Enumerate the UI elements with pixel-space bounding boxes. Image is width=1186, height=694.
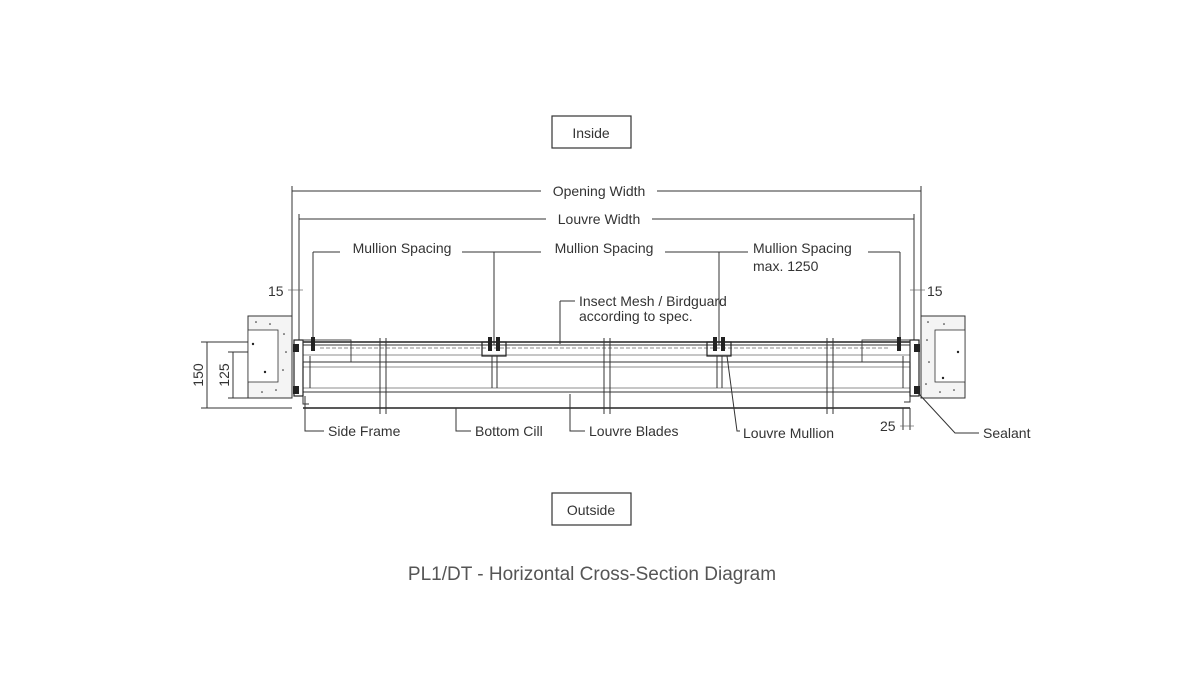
mullion-spacing-label-1: Mullion Spacing bbox=[353, 240, 452, 256]
sealant-label: Sealant bbox=[983, 425, 1031, 441]
diagram-caption: PL1/DT - Horizontal Cross-Section Diagra… bbox=[408, 564, 776, 585]
cill-25-label: 25 bbox=[880, 418, 896, 434]
mullion-spacing-dimensions: Mullion Spacing Mullion Spacing Mullion … bbox=[312, 240, 901, 345]
insect-mesh-label-line2: according to spec. bbox=[579, 308, 693, 324]
mullion-spacing-label-3: Mullion Spacing bbox=[753, 240, 852, 256]
height-150-dimension: 150 bbox=[190, 363, 206, 387]
louvre-mullion-label: Louvre Mullion bbox=[743, 425, 834, 441]
height-dimensions: 150 125 bbox=[190, 341, 292, 409]
inside-label-box: Inside bbox=[551, 115, 632, 149]
louvre-blades-label: Louvre Blades bbox=[589, 423, 679, 439]
cill-25-dimension: 25 bbox=[880, 408, 914, 434]
gap-dimensions: 15 15 bbox=[268, 283, 943, 299]
outside-label: Outside bbox=[567, 502, 615, 518]
side-frame-label: Side Frame bbox=[328, 423, 401, 439]
louvre-body bbox=[293, 337, 920, 414]
height-125-dimension: 125 bbox=[216, 363, 232, 387]
outside-label-box: Outside bbox=[551, 492, 632, 526]
mullion-spacing-label-2: Mullion Spacing bbox=[555, 240, 654, 256]
insect-mesh-label-line1: Insect Mesh / Birdguard bbox=[579, 293, 727, 309]
left-gap-dimension: 15 bbox=[268, 283, 284, 299]
right-gap-dimension: 15 bbox=[927, 283, 943, 299]
bottom-callouts: Side Frame Bottom Cill Louvre Blades Lou… bbox=[304, 355, 1031, 441]
louvre-width-dimension: Louvre Width bbox=[298, 211, 915, 345]
insect-mesh-callout: Insect Mesh / Birdguard according to spe… bbox=[559, 293, 727, 344]
louvre-width-label: Louvre Width bbox=[558, 211, 640, 227]
opening-width-label: Opening Width bbox=[553, 183, 646, 199]
mullion-spacing-max-label: max. 1250 bbox=[753, 258, 819, 274]
inside-label: Inside bbox=[572, 125, 610, 141]
left-wall bbox=[247, 315, 293, 399]
bottom-cill-label: Bottom Cill bbox=[475, 423, 543, 439]
right-wall bbox=[920, 315, 966, 399]
